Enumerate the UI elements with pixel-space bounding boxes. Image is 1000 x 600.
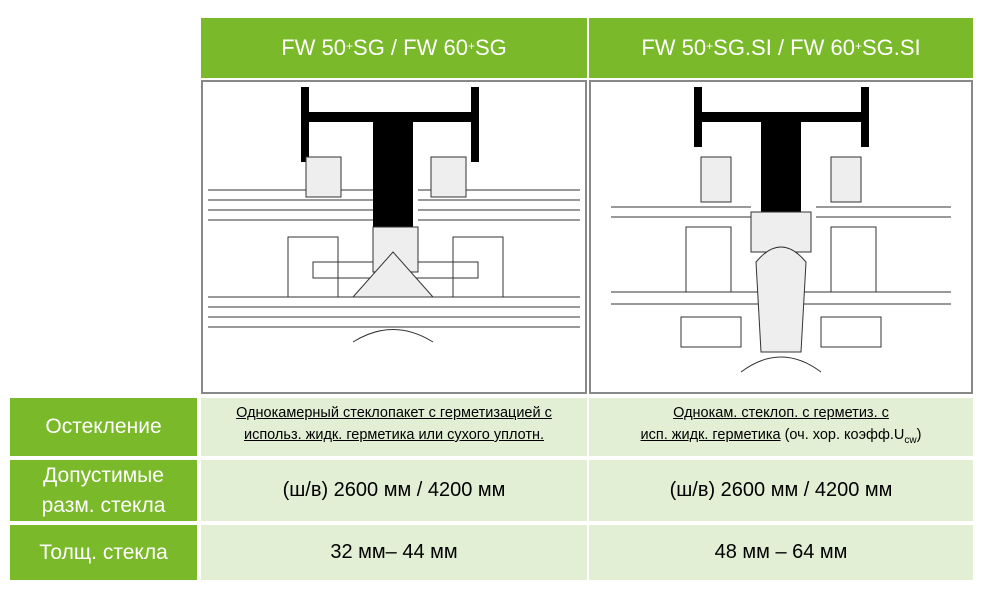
glazing-underlined: исп. жидк. герметика — [640, 427, 781, 444]
glazing-rest: (оч. хор. коэфф.U — [780, 427, 905, 444]
glazing-line: исп. жидк. герметика (оч. хор. коэфф.Ucw… — [641, 424, 922, 452]
glazing-line: Однокам. стеклоп. с герметиз. с — [673, 405, 889, 422]
column-header-sgsi: FW 50+ SG.SI / FW 60+ SG.SI — [589, 18, 973, 78]
glazing-cell-sgsi: Однокам. стеклоп. с герметиз. с исп. жид… — [589, 398, 973, 456]
glazing-end: ) — [916, 427, 922, 444]
glass-thickness-cell-sg: 32 мм– 44 мм — [201, 525, 587, 580]
glass-size-cell-sg: (ш/в) 2600 мм / 4200 мм — [201, 460, 587, 521]
title-part: SG.SI / FW 60 — [713, 35, 855, 60]
glazing-sub: cw — [904, 434, 917, 446]
glazing-cell-sg: Однокамерный стеклопакет с герметизацией… — [201, 398, 587, 456]
profile-drawing-sgsi — [589, 80, 973, 394]
title-sup: + — [854, 39, 862, 53]
row-label-glass-size: Допустимые разм. стекла — [10, 460, 197, 521]
title-sup: + — [346, 39, 354, 53]
title-part: FW 50 — [641, 35, 707, 60]
glazing-line: Однокамерный стеклопакет с герметизацией… — [236, 405, 552, 421]
title-sup: + — [467, 39, 475, 53]
glass-thickness-cell-sgsi: 48 мм – 64 мм — [589, 525, 973, 580]
glazing-line: использ. жидк. герметика или сухого упло… — [243, 427, 545, 443]
profile-drawing-sg — [201, 80, 587, 394]
glass-size-cell-sgsi: (ш/в) 2600 мм / 4200 мм — [589, 460, 973, 521]
title-part: SG / FW 60 — [353, 35, 468, 60]
title-part: SG — [474, 35, 507, 60]
row-label-glazing: Остекление — [10, 398, 197, 456]
title-sup: + — [706, 39, 714, 53]
title-part: FW 50 — [281, 35, 347, 60]
column-header-sg: FW 50+ SG / FW 60+ SG — [201, 18, 587, 78]
row-label-glass-thickness: Толщ. стекла — [10, 525, 197, 580]
title-part: SG.SI — [861, 35, 921, 60]
